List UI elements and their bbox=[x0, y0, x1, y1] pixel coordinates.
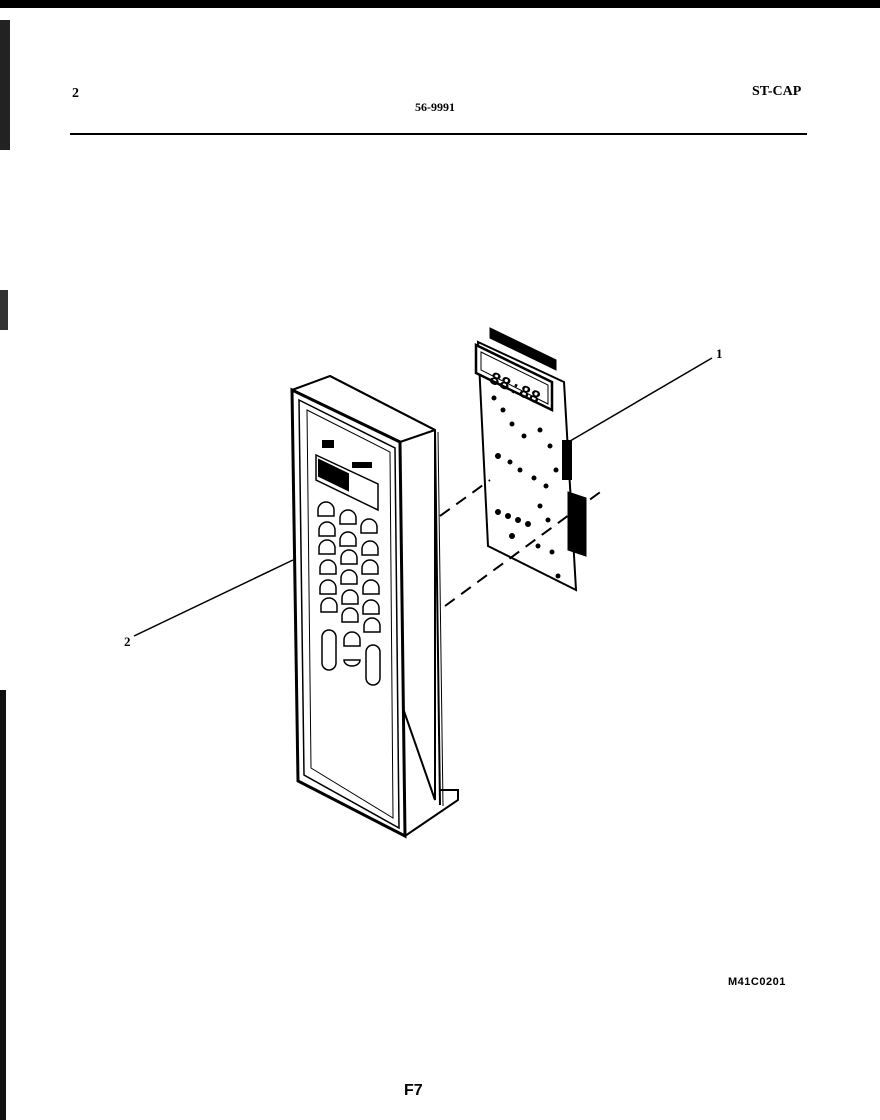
control-board-part: 88:88 bbox=[474, 327, 587, 592]
assembly-dashed-lines bbox=[439, 479, 604, 607]
control-panel-part bbox=[290, 374, 459, 839]
scan-left-edge bbox=[0, 20, 10, 1120]
section-code: ST-CAP bbox=[752, 84, 802, 99]
callout-leader-lines bbox=[133, 357, 713, 637]
page-number: 2 bbox=[72, 86, 79, 101]
callout-1: 1 bbox=[716, 346, 723, 361]
header-rule bbox=[70, 133, 807, 135]
drawing-id: M41C0201 bbox=[728, 976, 786, 988]
page-label: F7 bbox=[404, 1082, 423, 1099]
callout-2: 2 bbox=[124, 634, 131, 649]
document-code: 56-9991 bbox=[415, 100, 455, 114]
scan-top-border bbox=[0, 0, 880, 8]
